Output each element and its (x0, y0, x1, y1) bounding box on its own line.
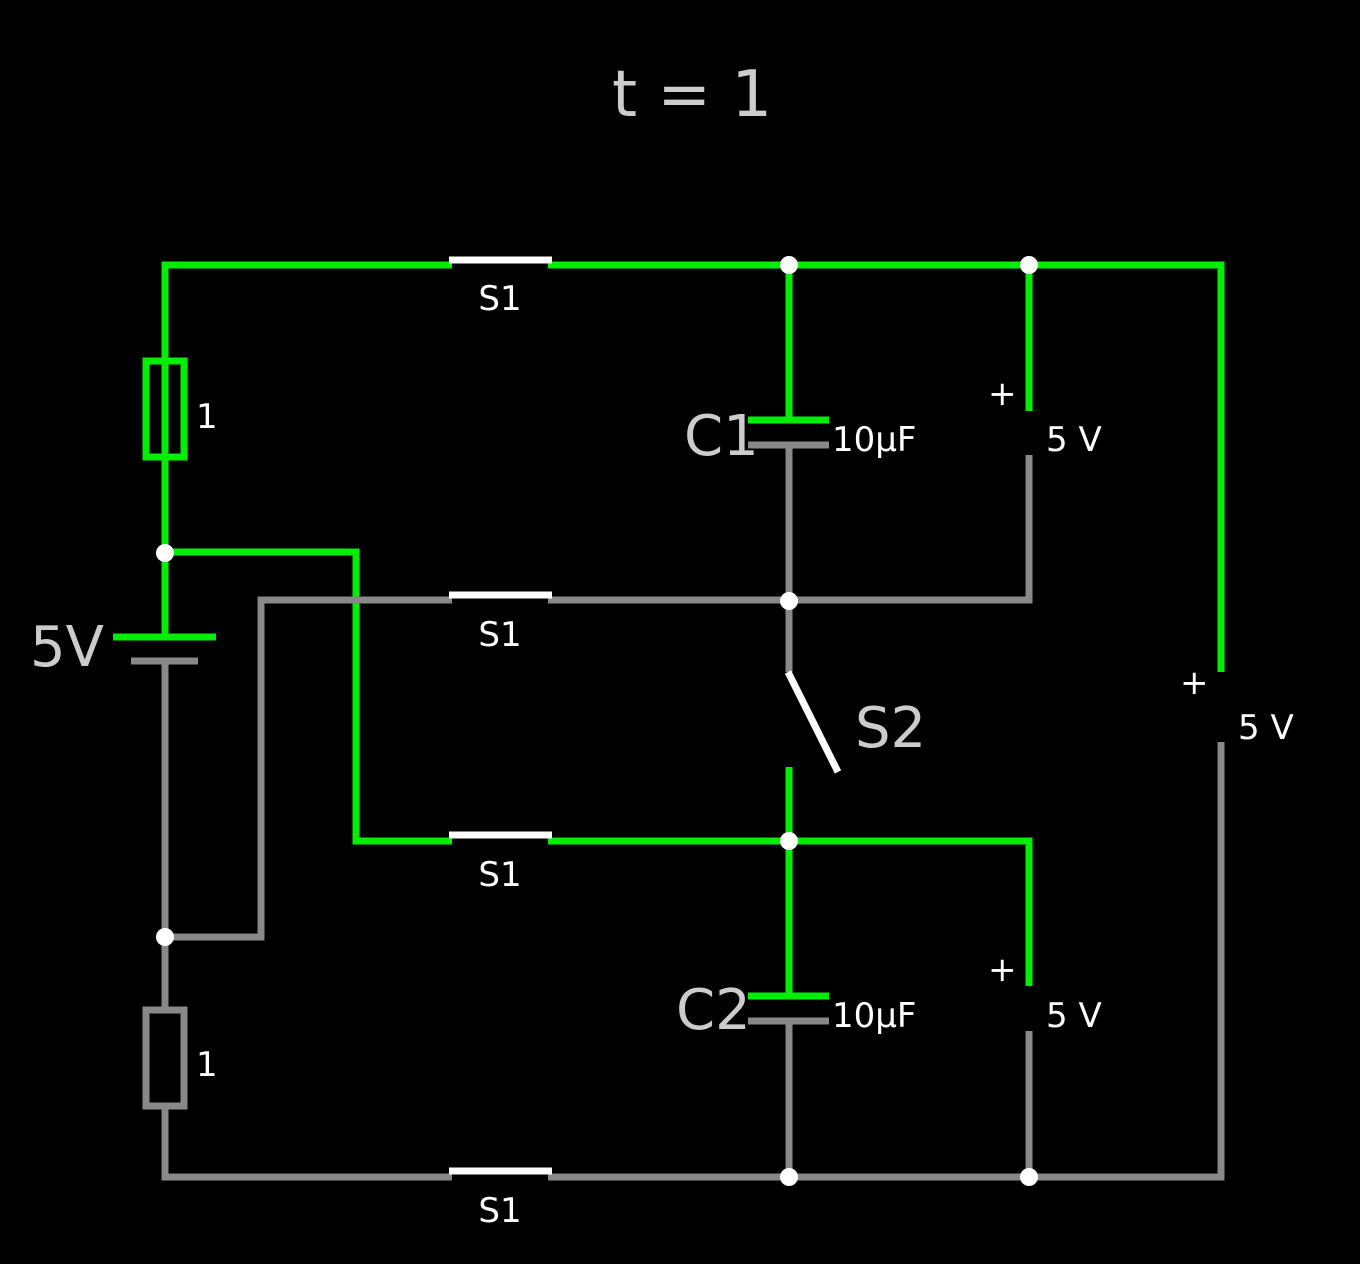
wire-bottom-left (161, 1106, 452, 1181)
switch-s1-row3-label: S1 (478, 855, 521, 895)
voltmeter-right-plus: + (1180, 663, 1209, 703)
live-wires (113, 261, 1225, 1000)
switch-s1-row1-label: S1 (478, 279, 521, 319)
wire-cross-to-row3 (165, 548, 452, 845)
wire-cross-to-row2 (165, 596, 452, 941)
wire-row2-right (548, 455, 1033, 604)
capacitor-c1-value: 10µF (832, 420, 916, 460)
node-bottom-vm (1020, 1168, 1038, 1186)
voltmeter-bottom-plus: + (988, 950, 1017, 990)
switch-s2[interactable] (784, 670, 842, 774)
switch-s2-label: S2 (855, 696, 926, 761)
wire-top-right (548, 261, 1225, 672)
capacitor-c2-label: C2 (676, 978, 751, 1043)
labels: S1 S1 S1 S1 1 1 5V C1 10µF C2 10µF S2 + … (30, 279, 1294, 1231)
node-row3-c2 (780, 832, 798, 850)
resistor-bottom-value: 1 (196, 1045, 218, 1085)
node-left-lower (156, 928, 174, 946)
voltmeter-right-reading: 5 V (1238, 708, 1294, 748)
capacitor-c1-label: C1 (684, 404, 759, 469)
node-left-upper (156, 544, 174, 562)
wire-row3-right (548, 837, 1033, 986)
voltmeter-top-plus: + (988, 374, 1017, 414)
voltmeter-top-reading: 5 V (1046, 420, 1102, 460)
junction-nodes (156, 256, 1038, 1186)
dead-wires (131, 441, 1225, 1181)
node-top-vm (1020, 256, 1038, 274)
resistor-top-value: 1 (196, 397, 218, 437)
wire-bottom-right (548, 742, 1225, 1181)
node-top-c1 (780, 256, 798, 274)
time-title: t = 1 (612, 58, 772, 132)
capacitor-c2-value: 10µF (832, 996, 916, 1036)
wire-top-left (161, 261, 452, 460)
node-bottom-c2 (780, 1168, 798, 1186)
battery-label: 5V (30, 615, 104, 680)
node-row2-c1 (780, 592, 798, 610)
voltmeter-bottom-reading: 5 V (1046, 996, 1102, 1036)
resistor-top-body (142, 357, 188, 461)
switches (449, 256, 842, 1175)
switch-s1-row2-label: S1 (478, 615, 521, 655)
switch-s1-row4-label: S1 (478, 1191, 521, 1231)
